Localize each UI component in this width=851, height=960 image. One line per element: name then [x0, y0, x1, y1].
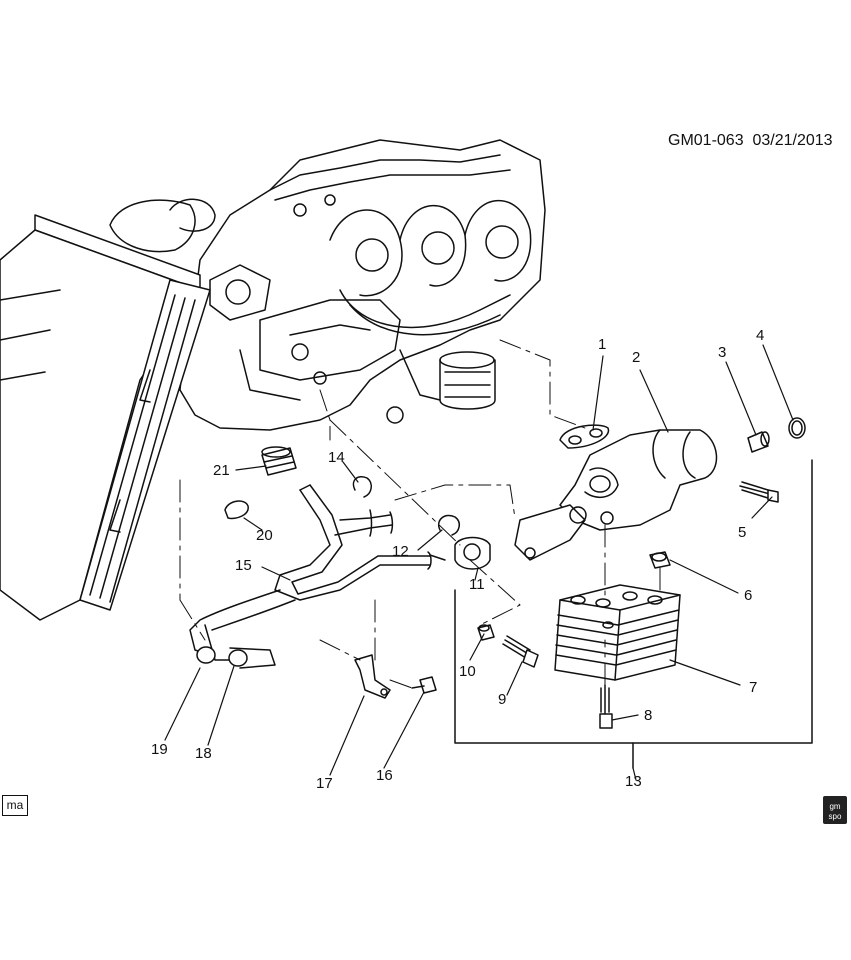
- sleeve-and-cap: [747, 417, 806, 453]
- callout-13: 13: [625, 773, 642, 790]
- seal-20: [224, 500, 249, 520]
- callout-17: 17: [316, 775, 333, 792]
- callout-4: 4: [756, 327, 765, 344]
- callout-11: 11: [469, 576, 485, 593]
- callout-1: 1: [598, 336, 607, 353]
- cooler-pipes: [189, 484, 446, 669]
- bolt-9: [502, 635, 539, 668]
- ma-badge: ma: [2, 795, 28, 816]
- callout-12: 12: [392, 543, 409, 560]
- bracket-17: [354, 654, 391, 699]
- logo-bottom-text: spo: [828, 812, 842, 821]
- engine-block: [109, 139, 546, 431]
- callout-18: 18: [195, 745, 212, 762]
- diagram-id: GM01-063: [668, 132, 744, 149]
- callout-15: 15: [235, 557, 252, 574]
- callout-9: 9: [498, 691, 507, 708]
- callout-10: 10: [459, 663, 476, 680]
- callout-20: 20: [256, 527, 273, 544]
- clip-12: [438, 514, 460, 536]
- oil-cooler: [554, 584, 681, 681]
- nut-6: [649, 551, 671, 569]
- callout-14: 14: [328, 449, 345, 466]
- callout-5: 5: [738, 524, 747, 541]
- callout-3: 3: [718, 344, 727, 361]
- callout-6: 6: [744, 587, 753, 604]
- grommet-11: [454, 536, 491, 570]
- sleeve-10: [477, 624, 495, 641]
- adapter-housing: [514, 429, 718, 561]
- clip-14: [352, 476, 372, 498]
- bolt-16: [411, 676, 437, 694]
- diagram-reference: GM01-063 03/21/2013: [668, 132, 833, 150]
- diagram-date: 03/21/2013: [752, 132, 833, 149]
- fitting-21: [261, 446, 297, 476]
- callout-2: 2: [632, 349, 641, 366]
- gm-spo-logo: gm spo: [823, 796, 847, 824]
- callout-7: 7: [749, 679, 758, 696]
- radiator: [0, 214, 211, 621]
- callout-16: 16: [376, 767, 393, 784]
- callout-8: 8: [644, 707, 653, 724]
- logo-top-text: gm: [829, 802, 841, 811]
- gasket: [559, 424, 610, 449]
- callout-19: 19: [151, 741, 168, 758]
- callout-21: 21: [213, 462, 230, 479]
- bolt-8: [599, 684, 613, 729]
- bolt-5: [739, 481, 779, 503]
